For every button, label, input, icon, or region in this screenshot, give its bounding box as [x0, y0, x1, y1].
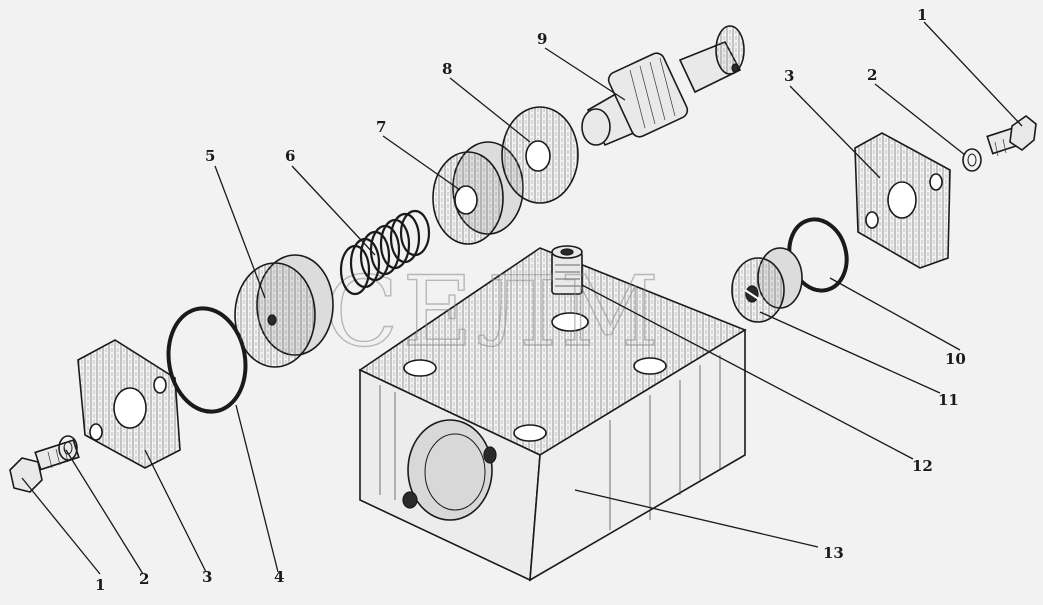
plate-right [854, 132, 951, 269]
leader-lines [21, 21, 1023, 575]
watermark-text: СЕЛМ [325, 256, 663, 368]
disc-8 [501, 106, 579, 204]
plate-left [77, 339, 181, 469]
label-bolt-right: 1 [917, 6, 927, 24]
label-disc-8: 8 [442, 60, 452, 78]
label-spring: 6 [285, 147, 295, 165]
label-plate-left: 3 [202, 568, 212, 586]
label-oring-left: 4 [274, 568, 284, 586]
label-plug: 11 [938, 391, 959, 409]
plug [731, 247, 803, 323]
oring-left [166, 306, 248, 414]
label-fitting: 12 [912, 457, 933, 475]
label-plate-right: 3 [784, 67, 794, 85]
label-piston: 5 [205, 147, 215, 165]
fitting [551, 245, 583, 295]
label-bolt-left: 1 [95, 576, 105, 594]
bolt-left [9, 439, 80, 493]
label-spool: 9 [537, 30, 547, 48]
callout-labels: 1 2 3 4 5 6 7 8 9 10 11 12 13 3 2 1 [95, 6, 966, 594]
spring [339, 209, 431, 296]
housing-block [358, 247, 747, 582]
piston [234, 254, 334, 368]
label-housing: 13 [823, 544, 844, 562]
label-disc-7: 7 [376, 118, 386, 136]
washer-right [962, 148, 982, 172]
bolt-right [986, 114, 1037, 157]
spool [581, 25, 745, 147]
label-washer-left: 2 [139, 570, 149, 588]
label-washer-right: 2 [867, 66, 877, 84]
label-oring-right: 10 [945, 350, 966, 368]
